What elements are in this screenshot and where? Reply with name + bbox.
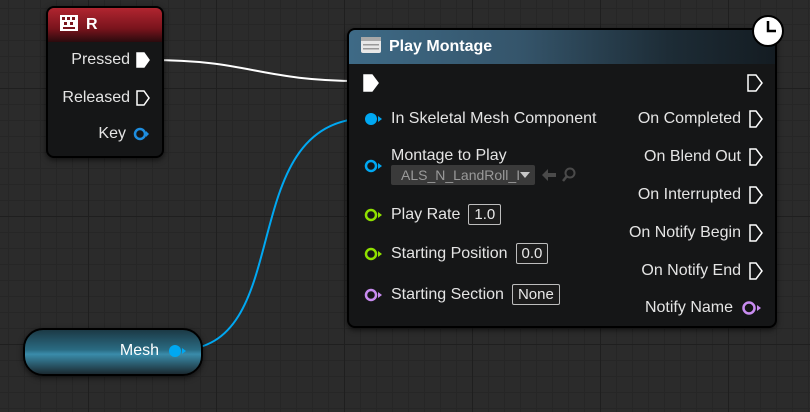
mesh-wire bbox=[177, 117, 371, 351]
mesh-label: Mesh bbox=[119, 342, 159, 359]
montage-to-play-label: Montage to Play bbox=[391, 147, 507, 164]
on-notify-begin-label: On Notify Begin bbox=[628, 224, 741, 241]
starting-position-pin-row[interactable]: Starting Position 0.0 bbox=[363, 243, 549, 264]
exec-pin-icon[interactable] bbox=[136, 90, 150, 106]
object-pin-icon[interactable] bbox=[363, 111, 383, 127]
montage-asset-value: ALS_N_LandRoll_I bbox=[401, 167, 519, 183]
notify-name-label: Notify Name bbox=[644, 299, 733, 316]
on-notify-end-label: On Notify End bbox=[641, 262, 741, 279]
key-event-title: R bbox=[86, 16, 98, 33]
on-blend-out-label: On Blend Out bbox=[644, 148, 741, 165]
play-montage-node[interactable]: Play Montage In Skeletal Mesh Component … bbox=[347, 15, 784, 328]
key-event-node[interactable]: R Pressed Released Key bbox=[46, 6, 164, 158]
starting-position-field[interactable]: 0.0 bbox=[515, 243, 549, 264]
play-rate-label: Play Rate bbox=[391, 205, 461, 223]
on-interrupted-pin-row[interactable]: On Interrupted bbox=[638, 186, 763, 204]
play-montage-header[interactable]: Play Montage bbox=[349, 30, 775, 64]
on-completed-label: On Completed bbox=[637, 110, 741, 127]
exec-in-pin-row[interactable] bbox=[363, 74, 379, 92]
search-icon[interactable] bbox=[561, 167, 577, 188]
released-label: Released bbox=[62, 89, 130, 106]
exec-pin-icon[interactable] bbox=[749, 148, 763, 166]
exec-pin-icon[interactable] bbox=[749, 110, 763, 128]
object-pin-icon[interactable] bbox=[363, 158, 383, 174]
on-notify-end-pin-row[interactable]: On Notify End bbox=[641, 262, 763, 280]
pressed-pin-row[interactable]: Pressed bbox=[71, 51, 150, 69]
montage-asset-selector[interactable]: ALS_N_LandRoll_I bbox=[391, 165, 535, 185]
released-pin-row[interactable]: Released bbox=[62, 89, 150, 107]
exec-pin-icon[interactable] bbox=[363, 74, 379, 92]
skeletal-mesh-label: In Skeletal Mesh Component bbox=[391, 110, 597, 127]
mesh-variable-node[interactable]: Mesh bbox=[23, 328, 203, 376]
exec-pin-icon[interactable] bbox=[747, 74, 763, 92]
key-pin-row[interactable]: Key bbox=[98, 125, 150, 143]
on-completed-pin-row[interactable]: On Completed bbox=[638, 110, 763, 128]
montage-icon bbox=[361, 36, 381, 58]
dropdown-arrow-icon[interactable] bbox=[519, 167, 531, 183]
starting-section-label: Starting Section bbox=[391, 285, 504, 303]
montage-object-pin[interactable] bbox=[363, 158, 383, 179]
key-event-header[interactable]: R bbox=[48, 8, 162, 42]
on-notify-begin-pin-row[interactable]: On Notify Begin bbox=[629, 224, 763, 242]
on-blend-out-pin-row[interactable]: On Blend Out bbox=[644, 148, 763, 166]
struct-pin-icon[interactable] bbox=[132, 127, 150, 141]
play-montage-title: Play Montage bbox=[389, 38, 493, 55]
exec-wire bbox=[149, 59, 361, 82]
float-pin-icon[interactable] bbox=[363, 207, 383, 223]
float-pin-icon[interactable] bbox=[363, 246, 383, 262]
exec-pin-icon[interactable] bbox=[749, 262, 763, 280]
starting-position-label: Starting Position bbox=[391, 244, 508, 262]
object-pin-icon[interactable] bbox=[167, 343, 187, 359]
mesh-pin-row[interactable]: Mesh bbox=[120, 342, 187, 360]
arrow-left-icon[interactable] bbox=[540, 167, 558, 188]
skeletal-mesh-pin-row[interactable]: In Skeletal Mesh Component bbox=[363, 110, 596, 128]
play-rate-field[interactable]: 1.0 bbox=[468, 204, 502, 225]
keyboard-icon bbox=[60, 14, 78, 36]
exec-pin-icon[interactable] bbox=[749, 224, 763, 242]
starting-section-field[interactable]: None bbox=[511, 284, 560, 305]
exec-out-pin-row[interactable] bbox=[747, 74, 763, 92]
exec-pin-icon[interactable] bbox=[749, 186, 763, 204]
clock-icon bbox=[751, 14, 785, 53]
name-pin-icon[interactable] bbox=[363, 287, 383, 303]
pressed-label: Pressed bbox=[71, 51, 130, 68]
notify-name-pin-row[interactable]: Notify Name bbox=[645, 299, 763, 317]
play-rate-pin-row[interactable]: Play Rate 1.0 bbox=[363, 204, 502, 225]
montage-to-play-pin-row[interactable]: Montage to Play bbox=[363, 147, 507, 165]
on-interrupted-label: On Interrupted bbox=[637, 186, 741, 203]
name-pin-icon[interactable] bbox=[741, 300, 763, 316]
starting-section-pin-row[interactable]: Starting Section None bbox=[363, 284, 560, 305]
key-label: Key bbox=[98, 125, 126, 142]
exec-pin-icon[interactable] bbox=[136, 52, 150, 68]
